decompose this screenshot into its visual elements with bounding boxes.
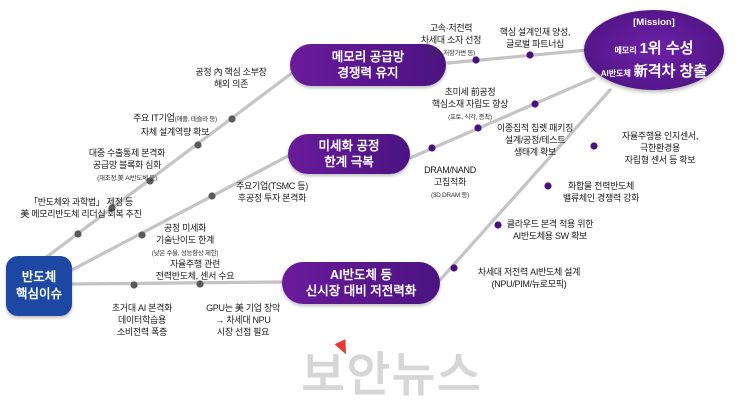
label-gpu-npu: GPU는 美 기업 장악 → 차세대 NPU 시장 선점 필요	[206, 303, 280, 337]
track-top-pill: 메모리 공급망 경쟁력 유지	[290, 44, 446, 86]
label-ai-software: 클라우드 본격 적용 위한 AI반도체용 SW 확보	[506, 219, 594, 241]
node-dot	[590, 142, 598, 150]
node-dot	[138, 231, 146, 239]
node-dot	[194, 141, 202, 149]
label-autonomous-demand: 자율주행 관련 전력반도체, 센서 수요	[155, 259, 235, 281]
track-bottom-pill: AI반도체 등 신시장 대비 저전력화	[282, 262, 440, 304]
label-tsmc-backend: 주요기업(TSMC 등) 후공정 투자 본격화	[236, 181, 308, 203]
node-dot	[428, 144, 436, 152]
line-middle-mission	[408, 76, 596, 160]
label-low-power-ai: 차세대 저전력 AI반도체 설계 (NPU/PIM/뉴로모픽)	[477, 267, 581, 289]
label-autonomous-sensor: 자율주행용 인지센서, 극한환경용 자립형 센서 등 확보	[621, 131, 699, 165]
line-bottom-mission	[438, 88, 612, 282]
node-dot	[228, 115, 236, 123]
node-dot	[130, 281, 138, 289]
watermark-logo: 보안뉴스	[301, 348, 483, 401]
mission-tag: [Mission]	[633, 17, 675, 28]
label-design-talent: 핵심 설계인재 양성, 글로벌 파트너십	[499, 27, 571, 49]
node-dot	[146, 177, 154, 185]
line-top-mission	[446, 48, 590, 65]
label-export-control: 대중 수출통제 본격화 공급망 블록화 심화(재조정,美 AI반도체 등)	[88, 148, 166, 182]
node-dot	[544, 182, 552, 190]
line-origin-bottom	[70, 280, 286, 286]
node-dot	[494, 221, 502, 229]
track-middle-pill: 미세화 공정 한계 극복	[288, 134, 410, 174]
label-compound-power: 화합물 전력반도체 밸류체인 경쟁력 강화	[562, 181, 640, 203]
label-chips-act: 「반도체와 과학법」 제정 등 美 메모리반도체 리더십 회복 추진	[20, 197, 142, 219]
node-dot	[474, 124, 482, 132]
label-chiplet-packaging: 이종집적 칩렛 패키징 설계/공정/테스트 생태계 확보	[496, 123, 574, 157]
line-origin-top	[38, 68, 298, 264]
node-dot	[450, 264, 458, 272]
label-it-companies: 주요 IT기업(애플, 테슬라 등)자체 설계역량 확보	[133, 113, 217, 137]
node-dot	[208, 192, 216, 200]
label-frontend-materials: 초미세 前공정 핵심소재 자립도 향상(포토, 식각, 증착)	[431, 87, 509, 121]
node-dot	[472, 56, 480, 64]
node-dot	[196, 280, 204, 288]
label-dram-nand: DRAM/NAND 고집적화(3D DRAM 등)	[424, 165, 476, 199]
label-hyperscale-ai: 초거대 AI 본격화 데이터학습용 소비전력 폭증	[111, 303, 173, 337]
node-dot	[108, 204, 116, 212]
label-materials-dependency: 공정 內 핵심 소부장 해외 의존	[195, 67, 267, 89]
node-dot	[531, 100, 539, 108]
label-next-gen-device: 고속·저전력 차세대 소자 선정(자성, 저항가변 등)	[420, 23, 482, 57]
node-dot	[74, 230, 82, 238]
label-process-limit: 공정 미세화 기술난이도 한계(낮은 수율, 성능향상 제한)	[151, 223, 219, 257]
node-dot	[526, 51, 534, 59]
line-origin-middle	[66, 153, 292, 274]
origin-box: 반도체 핵심이슈	[6, 256, 72, 316]
